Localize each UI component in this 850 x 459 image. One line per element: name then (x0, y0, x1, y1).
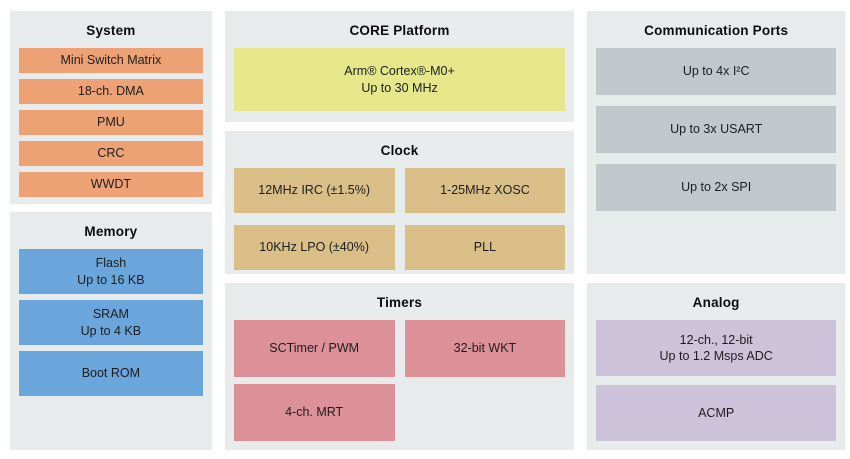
panel-memory-title: Memory (84, 224, 138, 239)
column-left: System Mini Switch Matrix 18-ch. DMA PMU… (10, 11, 212, 450)
block-label-line2: Up to 16 KB (77, 272, 145, 287)
comm-blocks: Up to 4x I²C Up to 3x USART Up to 2x SPI (596, 48, 836, 211)
block-sctimer-pwm: SCTimer / PWM (233, 320, 395, 377)
panel-core-platform: CORE Platform Arm® Cortex®-M0+ Up to 30 … (224, 11, 575, 122)
system-blocks: Mini Switch Matrix 18-ch. DMA PMU CRC WW… (19, 48, 203, 197)
block-label: 32-bit WKT (453, 341, 517, 356)
block-lpo: 10KHz LPO (±40%) (233, 225, 395, 270)
block-wkt: 32-bit WKT (404, 320, 566, 377)
block-label-line1: SRAM (92, 307, 129, 322)
clock-blocks: 12MHz IRC (±1.5%) 1-25MHz XOSC 10KHz LPO… (233, 168, 566, 270)
block-adc: 12-ch., 12-bit Up to 1.2 Msps ADC (596, 320, 836, 376)
block-label: Mini Switch Matrix (60, 53, 162, 68)
analog-blocks: 12-ch., 12-bit Up to 1.2 Msps ADC ACMP (596, 320, 836, 441)
block-pmu: PMU (19, 110, 203, 135)
block-label: PLL (473, 240, 497, 255)
block-label-line1: ACMP (698, 405, 735, 420)
panel-analog: Analog 12-ch., 12-bit Up to 1.2 Msps ADC… (587, 283, 845, 450)
panel-communication-ports: Communication Ports Up to 4x I²C Up to 3… (587, 11, 845, 274)
block-mrt: 4-ch. MRT (233, 384, 395, 441)
block-label: Up to 4x I²C (682, 64, 750, 79)
block-i2c: Up to 4x I²C (596, 48, 836, 95)
block-label-line1: Arm® Cortex®-M0+ (344, 64, 455, 79)
block-flash: Flash Up to 16 KB (19, 249, 203, 294)
block-label-line1: Flash (95, 256, 127, 271)
block-label-line1: Boot ROM (81, 366, 141, 381)
block-pll: PLL (404, 225, 566, 270)
block-crc: CRC (19, 141, 203, 166)
panel-timers-title: Timers (376, 295, 423, 310)
column-middle: CORE Platform Arm® Cortex®-M0+ Up to 30 … (224, 11, 575, 450)
block-label: 10KHz LPO (±40%) (259, 240, 369, 255)
block-irc: 12MHz IRC (±1.5%) (233, 168, 395, 213)
block-label: PMU (96, 115, 125, 130)
block-boot-rom: Boot ROM (19, 351, 203, 396)
block-label: 12MHz IRC (±1.5%) (258, 183, 371, 198)
block-wwdt: WWDT (19, 172, 203, 197)
block-label: Up to 2x SPI (681, 180, 752, 195)
block-label: Up to 3x USART (670, 122, 763, 137)
panel-timers: Timers SCTimer / PWM 32-bit WKT 4-ch. MR… (224, 283, 575, 450)
panel-clock: Clock 12MHz IRC (±1.5%) 1-25MHz XOSC 10K… (224, 131, 575, 274)
block-label: CRC (97, 146, 125, 161)
block-label-line2: Up to 30 MHz (361, 80, 438, 95)
block-spi: Up to 2x SPI (596, 164, 836, 211)
timers-blocks: SCTimer / PWM 32-bit WKT 4-ch. MRT (233, 320, 566, 441)
block-label: SCTimer / PWM (269, 341, 360, 356)
panel-memory: Memory Flash Up to 16 KB SRAM Up to 4 KB… (10, 212, 212, 450)
block-label: 18-ch. DMA (77, 84, 144, 99)
panel-clock-title: Clock (380, 143, 419, 158)
block-sram: SRAM Up to 4 KB (19, 300, 203, 345)
panel-system-title: System (86, 23, 136, 38)
column-right: Communication Ports Up to 4x I²C Up to 3… (587, 11, 845, 450)
block-label-line2: Up to 1.2 Msps ADC (659, 349, 773, 363)
panel-analog-title: Analog (692, 295, 740, 310)
block-mini-switch-matrix: Mini Switch Matrix (19, 48, 203, 73)
block-label: WWDT (90, 177, 131, 192)
block-usart: Up to 3x USART (596, 106, 836, 153)
block-label: 4-ch. MRT (285, 405, 344, 420)
memory-blocks: Flash Up to 16 KB SRAM Up to 4 KB Boot R… (19, 249, 203, 396)
panel-core-title: CORE Platform (349, 23, 450, 38)
panel-system: System Mini Switch Matrix 18-ch. DMA PMU… (10, 11, 212, 204)
block-acmp: ACMP (596, 385, 836, 441)
panel-comm-title: Communication Ports (644, 23, 789, 38)
block-arm-cortex-m0plus: Arm® Cortex®-M0+ Up to 30 MHz (233, 48, 566, 111)
block-label: 1-25MHz XOSC (440, 183, 530, 198)
block-label-line2: Up to 4 KB (80, 323, 142, 338)
block-label-line1: 12-ch., 12-bit (679, 332, 753, 347)
block-xosc: 1-25MHz XOSC (404, 168, 566, 213)
block-dma: 18-ch. DMA (19, 79, 203, 104)
